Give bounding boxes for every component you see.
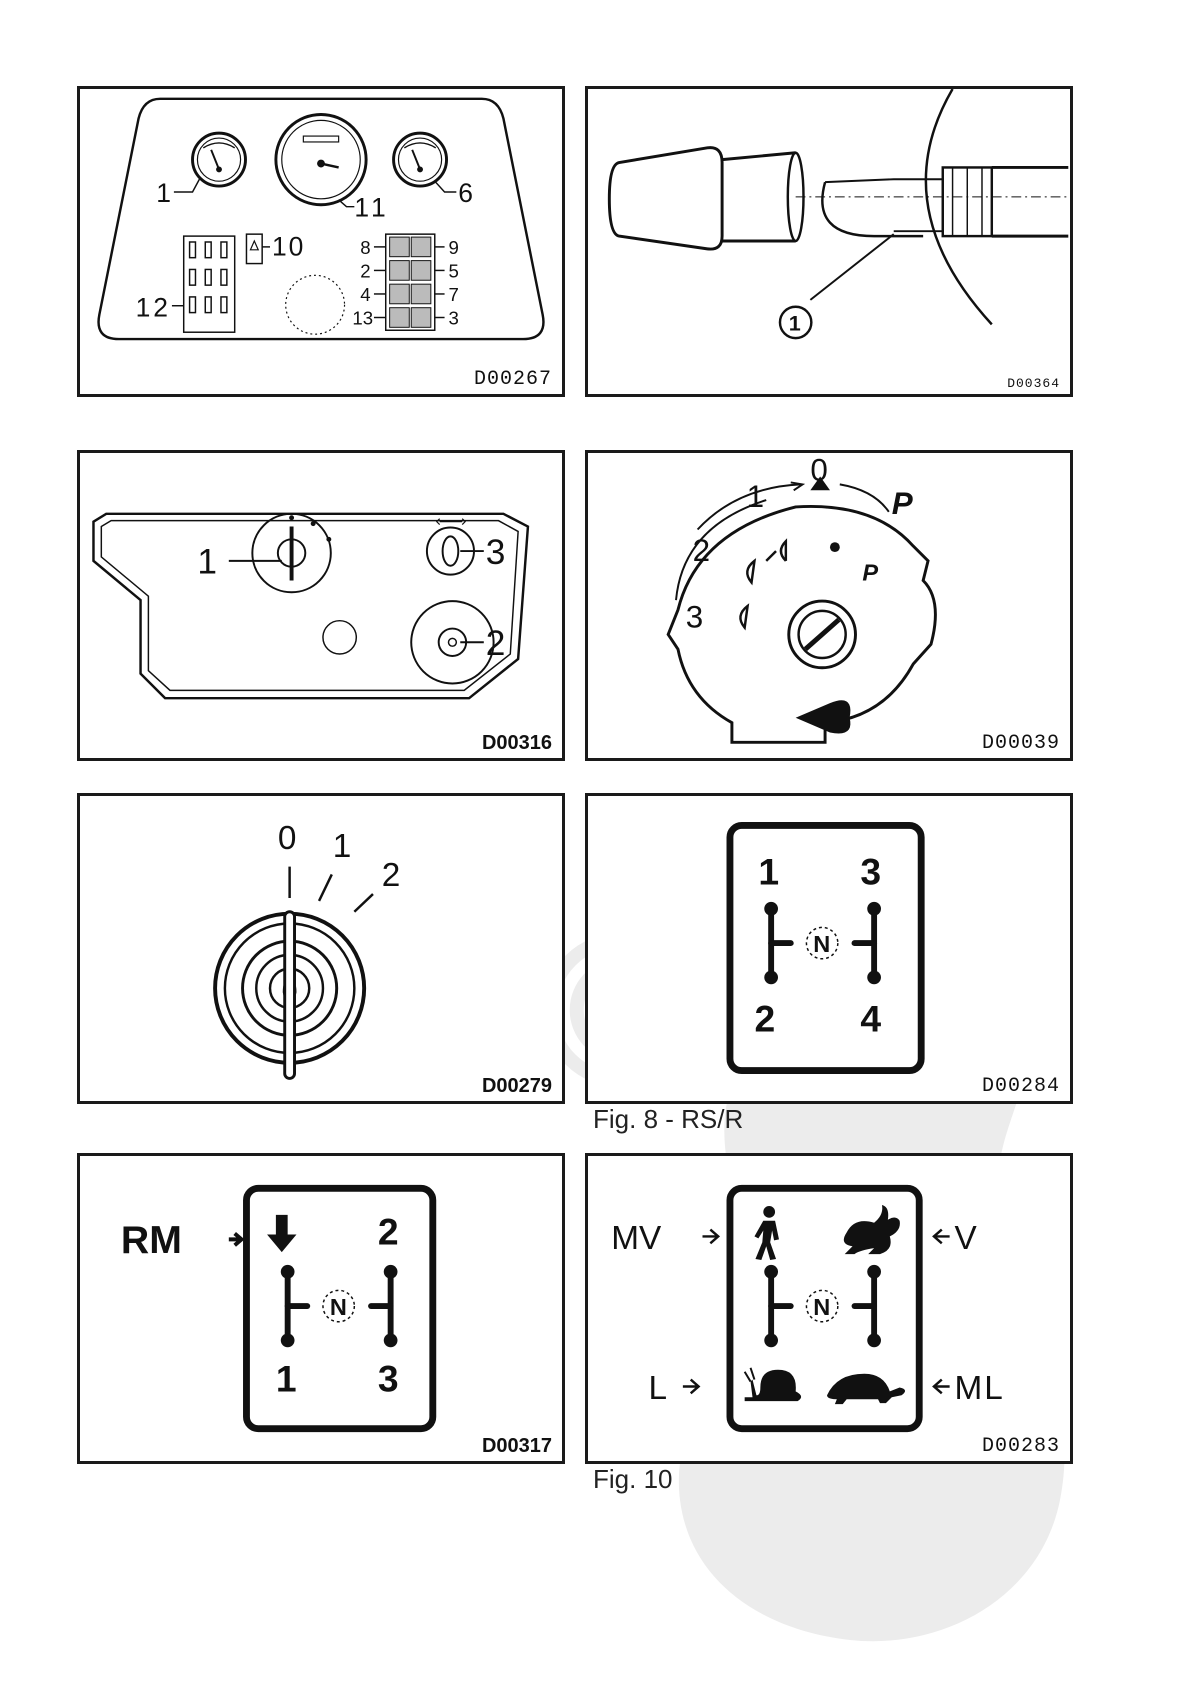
- label-1: 1: [758, 850, 779, 892]
- label-3: 3: [486, 533, 506, 572]
- figure-dashboard: 1 11 6 10 12 8 9 2 5 4 7 13 3 D00267: [77, 86, 565, 397]
- label-v: V: [955, 1220, 978, 1257]
- label-1: 1: [276, 1357, 297, 1399]
- label-2: 2: [378, 1210, 399, 1252]
- label-0: 0: [278, 820, 297, 857]
- label-1: 1: [747, 479, 764, 514]
- figure-code: D00317: [482, 1435, 552, 1458]
- label-4: 4: [860, 997, 881, 1039]
- label-11: 11: [354, 192, 389, 222]
- figure-code: D00316: [482, 732, 552, 755]
- switch-panel-drawing: 1 3 2: [80, 453, 562, 758]
- label-1: 1: [156, 178, 171, 208]
- dashboard-drawing: 1 11 6 10 12 8 9 2 5 4 7 13 3: [80, 89, 562, 394]
- label-p-parking: P: [862, 559, 878, 585]
- figure-code: D00039: [982, 732, 1060, 755]
- label-3: 3: [686, 600, 703, 635]
- walker-icon: [754, 1206, 779, 1260]
- caption-fig8: Fig. 8 - RS/R: [593, 1104, 743, 1135]
- label-1: 1: [789, 310, 801, 335]
- label-0: 0: [810, 453, 827, 487]
- label-neutral: N: [813, 1294, 830, 1320]
- label-8: 8: [360, 237, 370, 258]
- label-10: 10: [272, 232, 305, 262]
- label-4: 4: [360, 284, 370, 305]
- label-1: 1: [333, 828, 352, 865]
- ignition-key-drawing: 0 1 2: [80, 796, 562, 1101]
- label-3: 3: [378, 1357, 399, 1399]
- label-12: 12: [136, 293, 171, 323]
- label-5: 5: [448, 260, 458, 281]
- figure-lighter: 1 D00364: [585, 86, 1073, 397]
- figure-light-switch: 0 1 2 3 P P D00039: [585, 450, 1073, 761]
- label-ml: ML: [955, 1370, 1005, 1407]
- figure-range-selector: N MV V L ML D00283: [585, 1153, 1073, 1464]
- caption-fig10: Fig. 10: [593, 1464, 673, 1495]
- figure-gear-pattern-4: N 1 3 2 4 D00284: [585, 793, 1073, 1104]
- figure-code: D00364: [1007, 376, 1060, 391]
- lighter-drawing: 1: [588, 89, 1070, 394]
- figure-switch-panel: 1 3 2 D00316: [77, 450, 565, 761]
- figure-gear-pattern-reverse: N RM 2 1 3 D00317: [77, 1153, 565, 1464]
- label-6: 6: [458, 178, 473, 208]
- label-l: L: [649, 1370, 668, 1407]
- gear-pattern-reverse-drawing: N RM 2 1 3: [80, 1156, 562, 1461]
- figure-code: D00283: [982, 1435, 1060, 1458]
- turtle-icon: [827, 1374, 905, 1404]
- label-2: 2: [486, 624, 506, 663]
- label-neutral: N: [330, 1294, 347, 1320]
- range-selector-drawing: N MV V L ML: [588, 1156, 1070, 1461]
- label-3: 3: [860, 850, 881, 892]
- label-2: 2: [382, 857, 401, 894]
- label-2: 2: [693, 533, 710, 568]
- figure-code: D00284: [982, 1075, 1060, 1098]
- snail-icon: [745, 1368, 801, 1401]
- label-7: 7: [448, 284, 458, 305]
- rabbit-icon: [844, 1205, 900, 1254]
- figure-code: D00267: [474, 368, 552, 391]
- label-3: 3: [448, 307, 458, 328]
- label-9: 9: [448, 237, 458, 258]
- label-rm: RM: [121, 1218, 182, 1262]
- label-p: P: [892, 486, 913, 521]
- label-13: 13: [352, 307, 373, 328]
- figure-code: D00279: [482, 1075, 552, 1098]
- light-switch-drawing: 0 1 2 3 P P: [588, 453, 1070, 758]
- label-neutral: N: [813, 931, 830, 957]
- label-mv: MV: [611, 1220, 662, 1257]
- label-2: 2: [754, 997, 775, 1039]
- label-2: 2: [360, 260, 370, 281]
- figure-ignition-key: 0 1 2 D00279: [77, 793, 565, 1104]
- label-1: 1: [197, 543, 217, 582]
- gear-pattern-4-drawing: N 1 3 2 4: [588, 796, 1070, 1101]
